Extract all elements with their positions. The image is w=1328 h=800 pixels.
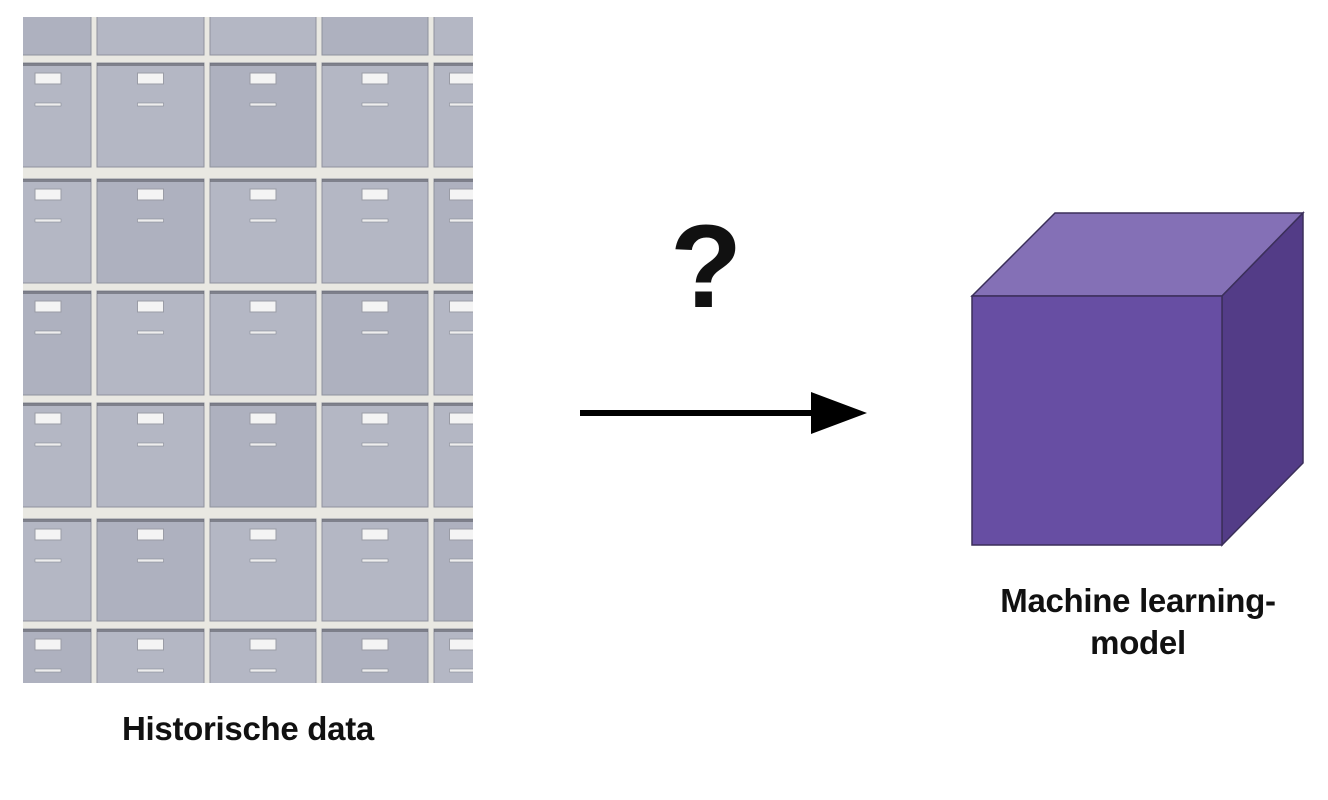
cabinet-drawer (23, 17, 92, 56)
cabinet-drawer (96, 17, 205, 56)
cabinet-drawer (96, 628, 205, 683)
cabinet-drawer (23, 290, 92, 396)
cabinet-drawer (433, 628, 473, 683)
ml-model-label-line1: Machine learning- (1000, 582, 1276, 619)
cabinet-drawer (433, 518, 473, 622)
cabinet-drawer (209, 290, 317, 396)
cabinet-drawer (209, 628, 317, 683)
cabinet-drawer (321, 402, 429, 508)
cube-front-face (971, 295, 1223, 546)
cabinet-drawer (321, 290, 429, 396)
cabinet-drawer (321, 178, 429, 284)
cabinet-drawer (96, 290, 205, 396)
cabinet-drawer (321, 518, 429, 622)
cabinet-drawer (23, 628, 92, 683)
cabinet-drawer (23, 402, 92, 508)
cabinet-drawer (96, 518, 205, 622)
cabinet-drawer (433, 62, 473, 168)
cabinet-drawer (96, 402, 205, 508)
cabinet-drawer (209, 17, 317, 56)
question-mark: ? (669, 201, 743, 333)
cabinet-drawer (433, 402, 473, 508)
filing-cabinet-drawers (23, 17, 473, 683)
right-arrow-icon (580, 392, 867, 434)
cabinet-drawer (209, 518, 317, 622)
cabinet-drawer (23, 518, 92, 622)
cabinet-drawer (321, 628, 429, 683)
ml-model-label-line2: model (1090, 624, 1186, 661)
cabinet-drawer (321, 17, 429, 56)
cabinet-drawer (321, 62, 429, 168)
historic-data-label: Historische data (122, 710, 374, 747)
filing-cabinet-image (23, 17, 473, 683)
cabinet-drawer (209, 178, 317, 284)
cabinet-drawer (96, 62, 205, 168)
cabinet-drawer (23, 62, 92, 168)
ml-model-cube-icon (970, 211, 1305, 547)
cabinet-drawer (209, 62, 317, 168)
cabinet-drawer (433, 17, 473, 56)
cabinet-drawer (433, 178, 473, 284)
cabinet-drawer (23, 178, 92, 284)
cabinet-drawer (433, 290, 473, 396)
arrow-head (811, 392, 867, 434)
ml-model-label: Machine learning- model (950, 580, 1326, 664)
cabinet-drawer (209, 402, 317, 508)
cabinet-drawer (96, 178, 205, 284)
